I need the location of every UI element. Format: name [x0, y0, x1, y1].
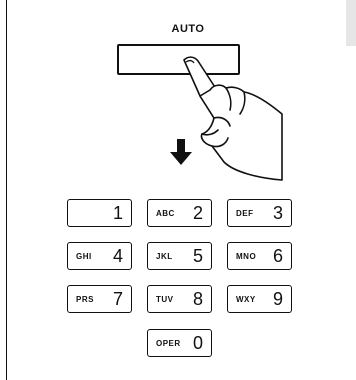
key-4-letters: GHI — [76, 252, 92, 261]
key-8[interactable]: TUV 8 — [147, 285, 212, 313]
key-1-digit: 1 — [112, 203, 123, 223]
key-9-digit: 9 — [272, 289, 283, 309]
key-2-digit: 2 — [192, 203, 203, 223]
key-6-digit: 6 — [272, 246, 283, 266]
key-5-letters: JKL — [156, 252, 173, 261]
key-6-letters: MNO — [236, 252, 257, 261]
corner-mark — [346, 0, 356, 46]
pointing-hand-icon — [183, 56, 283, 181]
key-0-letters: OPER — [156, 339, 181, 348]
key-9[interactable]: WXY 9 — [227, 285, 292, 313]
key-4[interactable]: GHI 4 — [67, 242, 132, 270]
key-3-digit: 3 — [272, 203, 283, 223]
key-2[interactable]: ABC 2 — [147, 199, 212, 227]
key-3[interactable]: DEF 3 — [227, 199, 292, 227]
auto-label: AUTO — [171, 23, 205, 35]
key-6[interactable]: MNO 6 — [227, 242, 292, 270]
down-arrow-icon — [170, 139, 192, 165]
key-7[interactable]: PRS 7 — [67, 285, 132, 313]
key-8-digit: 8 — [192, 289, 203, 309]
key-3-letters: DEF — [236, 209, 254, 218]
key-5[interactable]: JKL 5 — [147, 242, 212, 270]
key-9-letters: WXY — [236, 295, 256, 304]
key-2-letters: ABC — [156, 209, 175, 218]
left-border-line — [6, 0, 7, 380]
key-1[interactable]: 1 — [67, 199, 132, 227]
auto-button[interactable] — [117, 44, 240, 75]
key-0-digit: 0 — [192, 333, 203, 353]
key-7-digit: 7 — [112, 289, 123, 309]
key-0[interactable]: OPER 0 — [147, 329, 212, 357]
key-8-letters: TUV — [156, 295, 174, 304]
key-5-digit: 5 — [192, 246, 203, 266]
key-7-letters: PRS — [76, 295, 94, 304]
key-4-digit: 4 — [112, 246, 123, 266]
